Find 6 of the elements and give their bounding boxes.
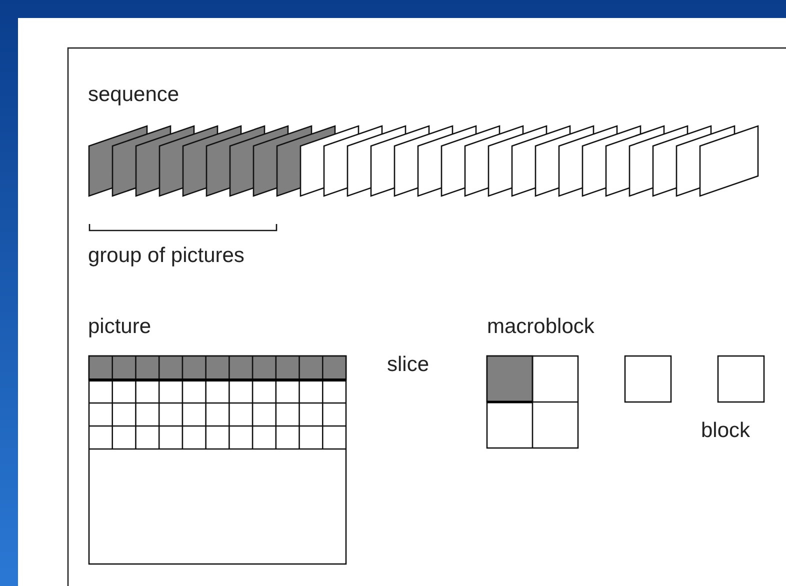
diagram-label: picture bbox=[88, 316, 152, 337]
diagram-label: block bbox=[701, 420, 750, 441]
diagram-label: sequence bbox=[88, 84, 180, 105]
diagram-label: macroblock bbox=[487, 316, 594, 337]
diagram-label: slice bbox=[387, 354, 430, 375]
diagram-label: group of pictures bbox=[88, 245, 244, 266]
